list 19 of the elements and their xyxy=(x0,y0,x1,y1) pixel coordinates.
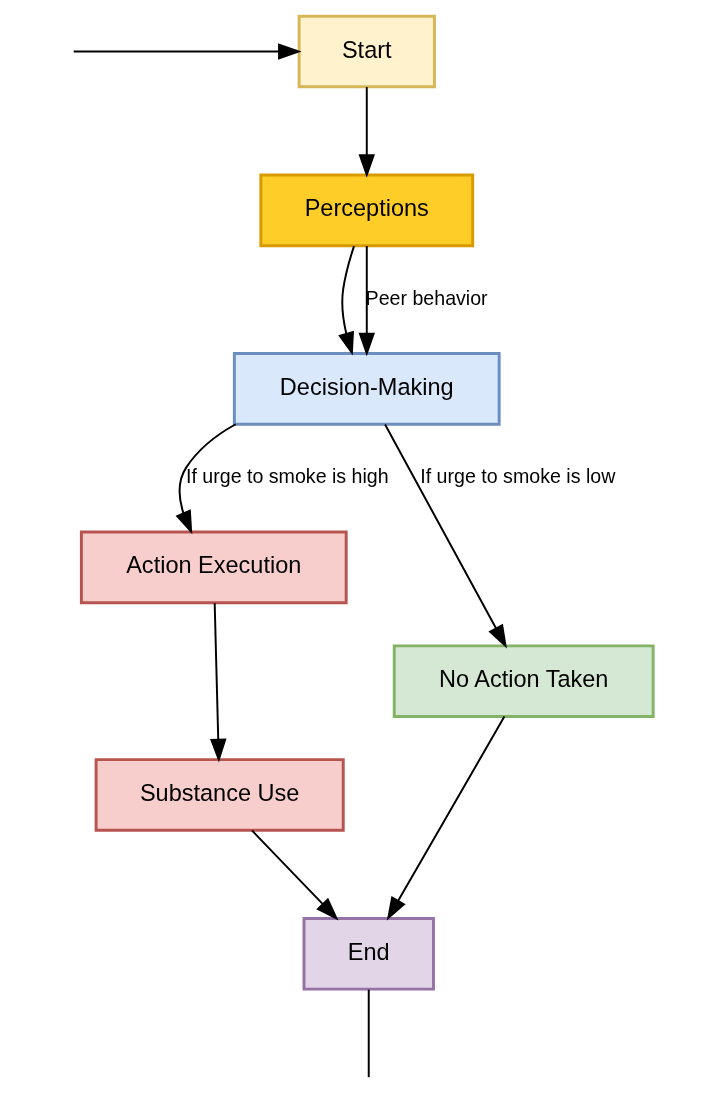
node-box: End xyxy=(302,917,435,991)
arrow xyxy=(386,715,506,921)
arrow xyxy=(175,423,237,535)
arrow xyxy=(72,43,302,60)
node-box: Action Execution xyxy=(79,530,348,605)
arrow xyxy=(384,423,507,649)
edge-label: If urge to smoke is high xyxy=(185,465,389,488)
node-box: Decision-Making xyxy=(232,352,501,426)
arrow xyxy=(358,245,376,357)
connector xyxy=(367,988,370,1079)
arrow xyxy=(210,602,227,763)
arrow xyxy=(251,829,339,921)
node-box: Perceptions xyxy=(259,173,475,248)
node-box: Substance Use xyxy=(94,758,345,832)
edge-label: If urge to smoke is low xyxy=(420,465,616,488)
arrow xyxy=(338,245,355,356)
arrow xyxy=(358,86,376,178)
node-box: No Action Taken xyxy=(392,644,655,718)
node-box: Start xyxy=(297,14,436,89)
